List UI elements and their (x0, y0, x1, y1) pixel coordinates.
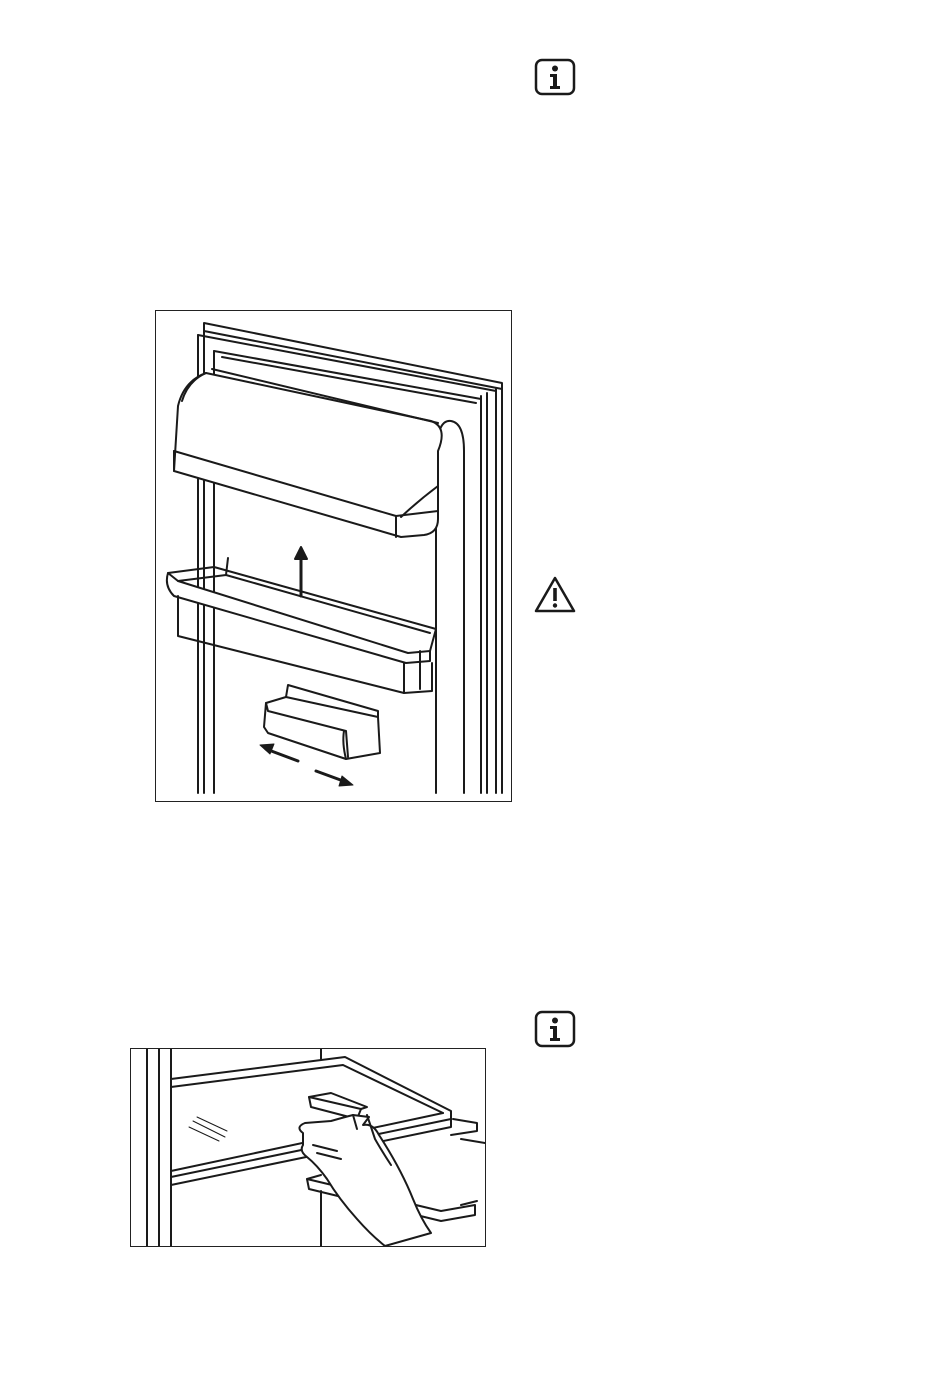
warning-icon-box (533, 575, 577, 615)
info-icon (534, 1010, 576, 1048)
info-icon-top (534, 58, 576, 96)
info-icon-bottom (534, 1010, 576, 1048)
door-shelf-illustration (155, 310, 512, 802)
info-icon (534, 58, 576, 96)
warning-icon (533, 575, 577, 615)
glass-shelf-illustration (130, 1048, 486, 1247)
